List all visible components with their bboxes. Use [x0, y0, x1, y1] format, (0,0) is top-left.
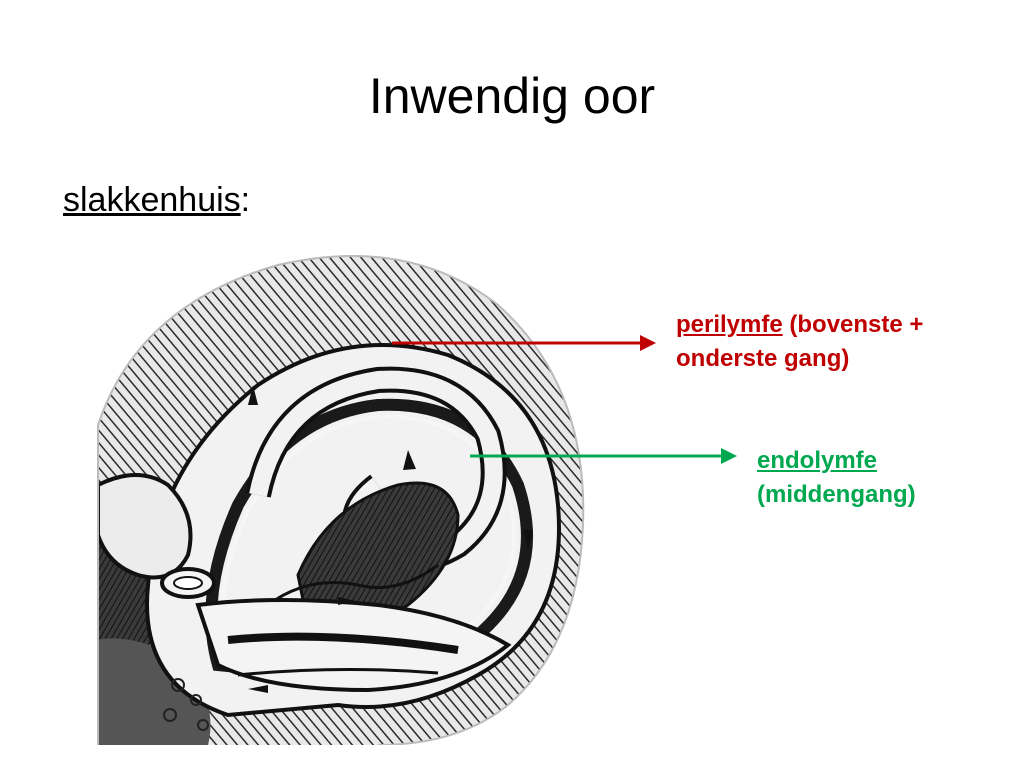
- endolymph-label: endolymfe (middengang): [757, 444, 1007, 512]
- endolymph-term: endolymfe: [757, 447, 878, 474]
- endolymph-desc: (middengang): [757, 481, 916, 508]
- cochlea-icon: [97, 255, 585, 745]
- page-title: Inwendig oor: [368, 68, 656, 124]
- subtitle-colon: :: [240, 181, 251, 219]
- cochlea-illustration: [78, 245, 598, 745]
- subtitle: slakkenhuis:: [63, 178, 250, 222]
- perilymph-label: perilymfe (bovenste + onderste gang): [676, 308, 1006, 376]
- perilymph-term: perilymfe: [676, 311, 783, 338]
- subtitle-term: slakkenhuis: [63, 181, 241, 219]
- perilymph-desc-line2: onderste gang): [676, 345, 850, 372]
- perilymph-desc: (bovenste +: [782, 311, 924, 338]
